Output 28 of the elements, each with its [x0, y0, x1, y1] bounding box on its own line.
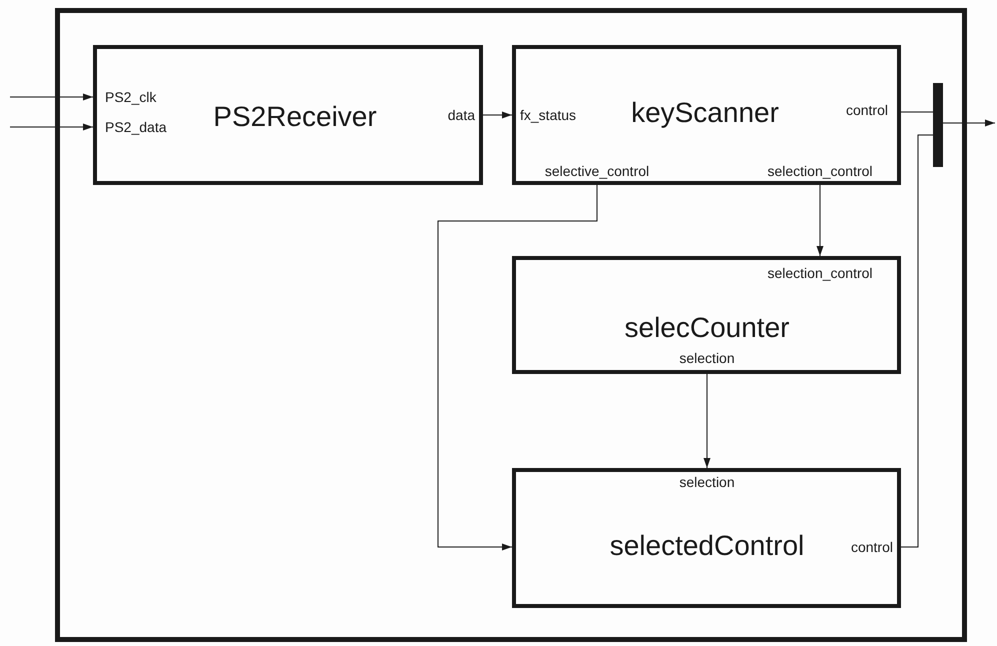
module-name: PS2Receiver	[213, 103, 377, 131]
port-label: selection	[679, 351, 735, 365]
port-label: control	[850, 540, 893, 554]
wire-arrow	[438, 184, 598, 550]
module-block	[93, 45, 483, 185]
wire-arrow	[482, 112, 512, 118]
wire-arrow	[816, 184, 824, 256]
wire-arrow	[10, 94, 94, 100]
module-block	[512, 256, 901, 374]
system-boundary	[55, 8, 967, 642]
module-block	[512, 45, 901, 185]
module-name: selectedControl	[610, 532, 804, 560]
port-label: selection_control	[767, 266, 873, 280]
port-label: PS2_clk	[105, 90, 156, 104]
wire-arrow	[704, 374, 710, 468]
bus-bar	[933, 83, 943, 167]
port-label: selective_control	[544, 164, 650, 178]
module-name: selecCounter	[624, 314, 790, 342]
port-label: PS2_data	[105, 120, 166, 134]
port-label: control	[846, 103, 888, 117]
port-label: data	[448, 108, 475, 122]
module-block	[512, 468, 901, 608]
port-label: selection	[679, 475, 735, 489]
wire-arrow	[942, 120, 996, 126]
wire-arrow	[10, 124, 94, 130]
port-label: selection_control	[767, 164, 873, 178]
module-name: keyScanner	[631, 99, 779, 127]
port-label: fx_status	[520, 108, 576, 122]
